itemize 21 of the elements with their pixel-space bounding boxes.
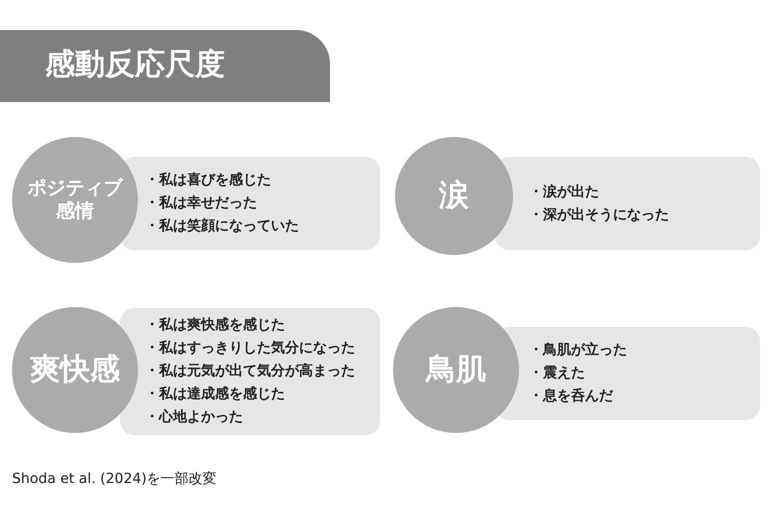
title: 感動反応尺度 [45, 46, 225, 84]
list-item: ・鳥肌が立った [529, 340, 627, 360]
list-item: ・私は達成感を感じた [145, 385, 285, 404]
list-item: ・私は爽快感を感じた [145, 316, 285, 335]
item-panel [495, 157, 760, 250]
list-item: ・心地よかった [145, 408, 243, 427]
list-item: ・私は笑顔になっていた [145, 217, 299, 236]
item-panel [120, 308, 380, 435]
list-item: ・私はすっきりした気分になった [145, 339, 355, 358]
category-label: 涙 [439, 178, 469, 214]
list-item: ・深が出そうになった [529, 206, 669, 224]
category-label: 鳥肌 [426, 352, 486, 388]
list-item: ・息を呑んだ [529, 387, 613, 406]
category-label: ポジティブ感情 [26, 177, 124, 223]
list-item: ・私は幸せだった [145, 194, 257, 213]
list-item: ・震えた [529, 364, 585, 383]
category-label: 爽快感 [30, 352, 120, 388]
source-note: Shoda et al. (2024)を一部改変 [12, 470, 217, 488]
list-item: ・私は喜びを感じた [145, 171, 271, 190]
list-item: ・涙が出た [529, 182, 599, 202]
list-item: ・私は元気が出て気分が高まった [145, 362, 355, 381]
